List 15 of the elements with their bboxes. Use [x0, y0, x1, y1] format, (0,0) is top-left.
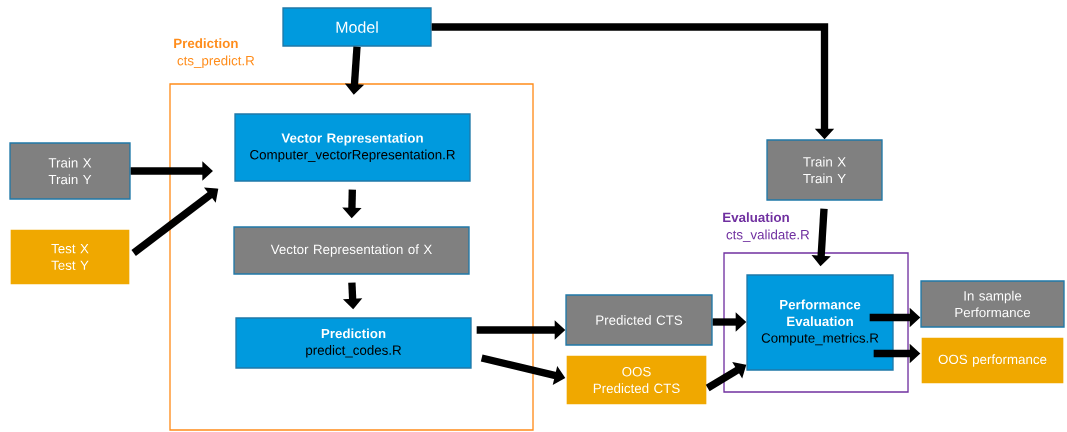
process-box: Prediction predict_codes.R: [235, 317, 472, 369]
process-box: Vector Representation Computer_vectorRepresentation.R: [234, 113, 471, 182]
data-box: In sample Performance: [920, 280, 1065, 328]
group-title: Evaluation cts_validate.R: [723, 212, 810, 242]
data-box: Train X Train Y: [9, 142, 131, 200]
group-title: Prediction cts_predict.R: [174, 38, 255, 68]
data-box: Predicted CTS: [565, 294, 713, 346]
process-box: Model: [282, 7, 432, 47]
data-box: OOS Predicted CTS: [565, 354, 708, 406]
data-box: Vector Representation of X: [233, 226, 470, 275]
arrow: [131, 187, 219, 256]
process-box: Performance Evaluation Compute_metrics.R: [746, 274, 894, 371]
data-box: Train X Train Y: [766, 139, 883, 201]
data-box: Test X Test Y: [9, 228, 131, 286]
data-box: OOS performance: [920, 336, 1065, 385]
